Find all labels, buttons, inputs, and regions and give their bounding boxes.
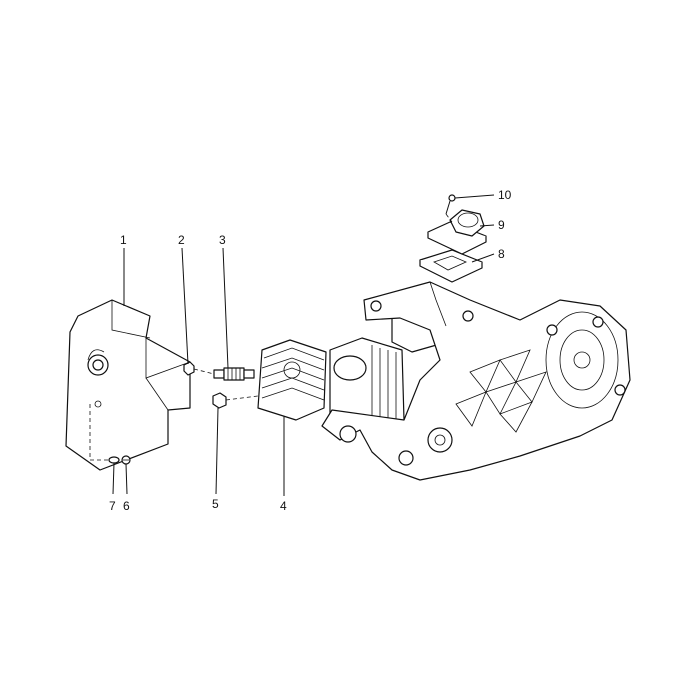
part-7-washer bbox=[108, 456, 120, 464]
callout-8: 8 bbox=[498, 247, 505, 261]
part-9-intake-manifold bbox=[427, 209, 487, 255]
callout-2: 2 bbox=[178, 233, 185, 247]
part-3-spark-plug bbox=[213, 367, 255, 381]
leader-lines bbox=[112, 194, 495, 496]
assembly-guide-lines bbox=[89, 213, 453, 461]
part-8-reed-valve bbox=[419, 249, 483, 283]
engine-crankcase bbox=[321, 281, 631, 481]
part-1-cooling-shroud bbox=[65, 299, 191, 471]
callout-labels: 1 2 3 4 5 6 7 8 9 10 bbox=[109, 188, 512, 513]
part-4-cylinder-head bbox=[257, 339, 327, 421]
part-10-screw bbox=[445, 194, 456, 215]
callout-3: 3 bbox=[219, 233, 226, 247]
callout-4: 4 bbox=[280, 499, 287, 513]
callout-6: 6 bbox=[123, 499, 130, 513]
part-2-nut bbox=[183, 361, 195, 376]
callout-1: 1 bbox=[120, 233, 127, 247]
callout-10: 10 bbox=[498, 188, 512, 202]
callout-7: 7 bbox=[109, 499, 116, 513]
part-5-nut bbox=[212, 392, 227, 409]
callout-5: 5 bbox=[212, 497, 219, 511]
callout-9: 9 bbox=[498, 218, 505, 232]
part-6-screw bbox=[121, 455, 131, 465]
